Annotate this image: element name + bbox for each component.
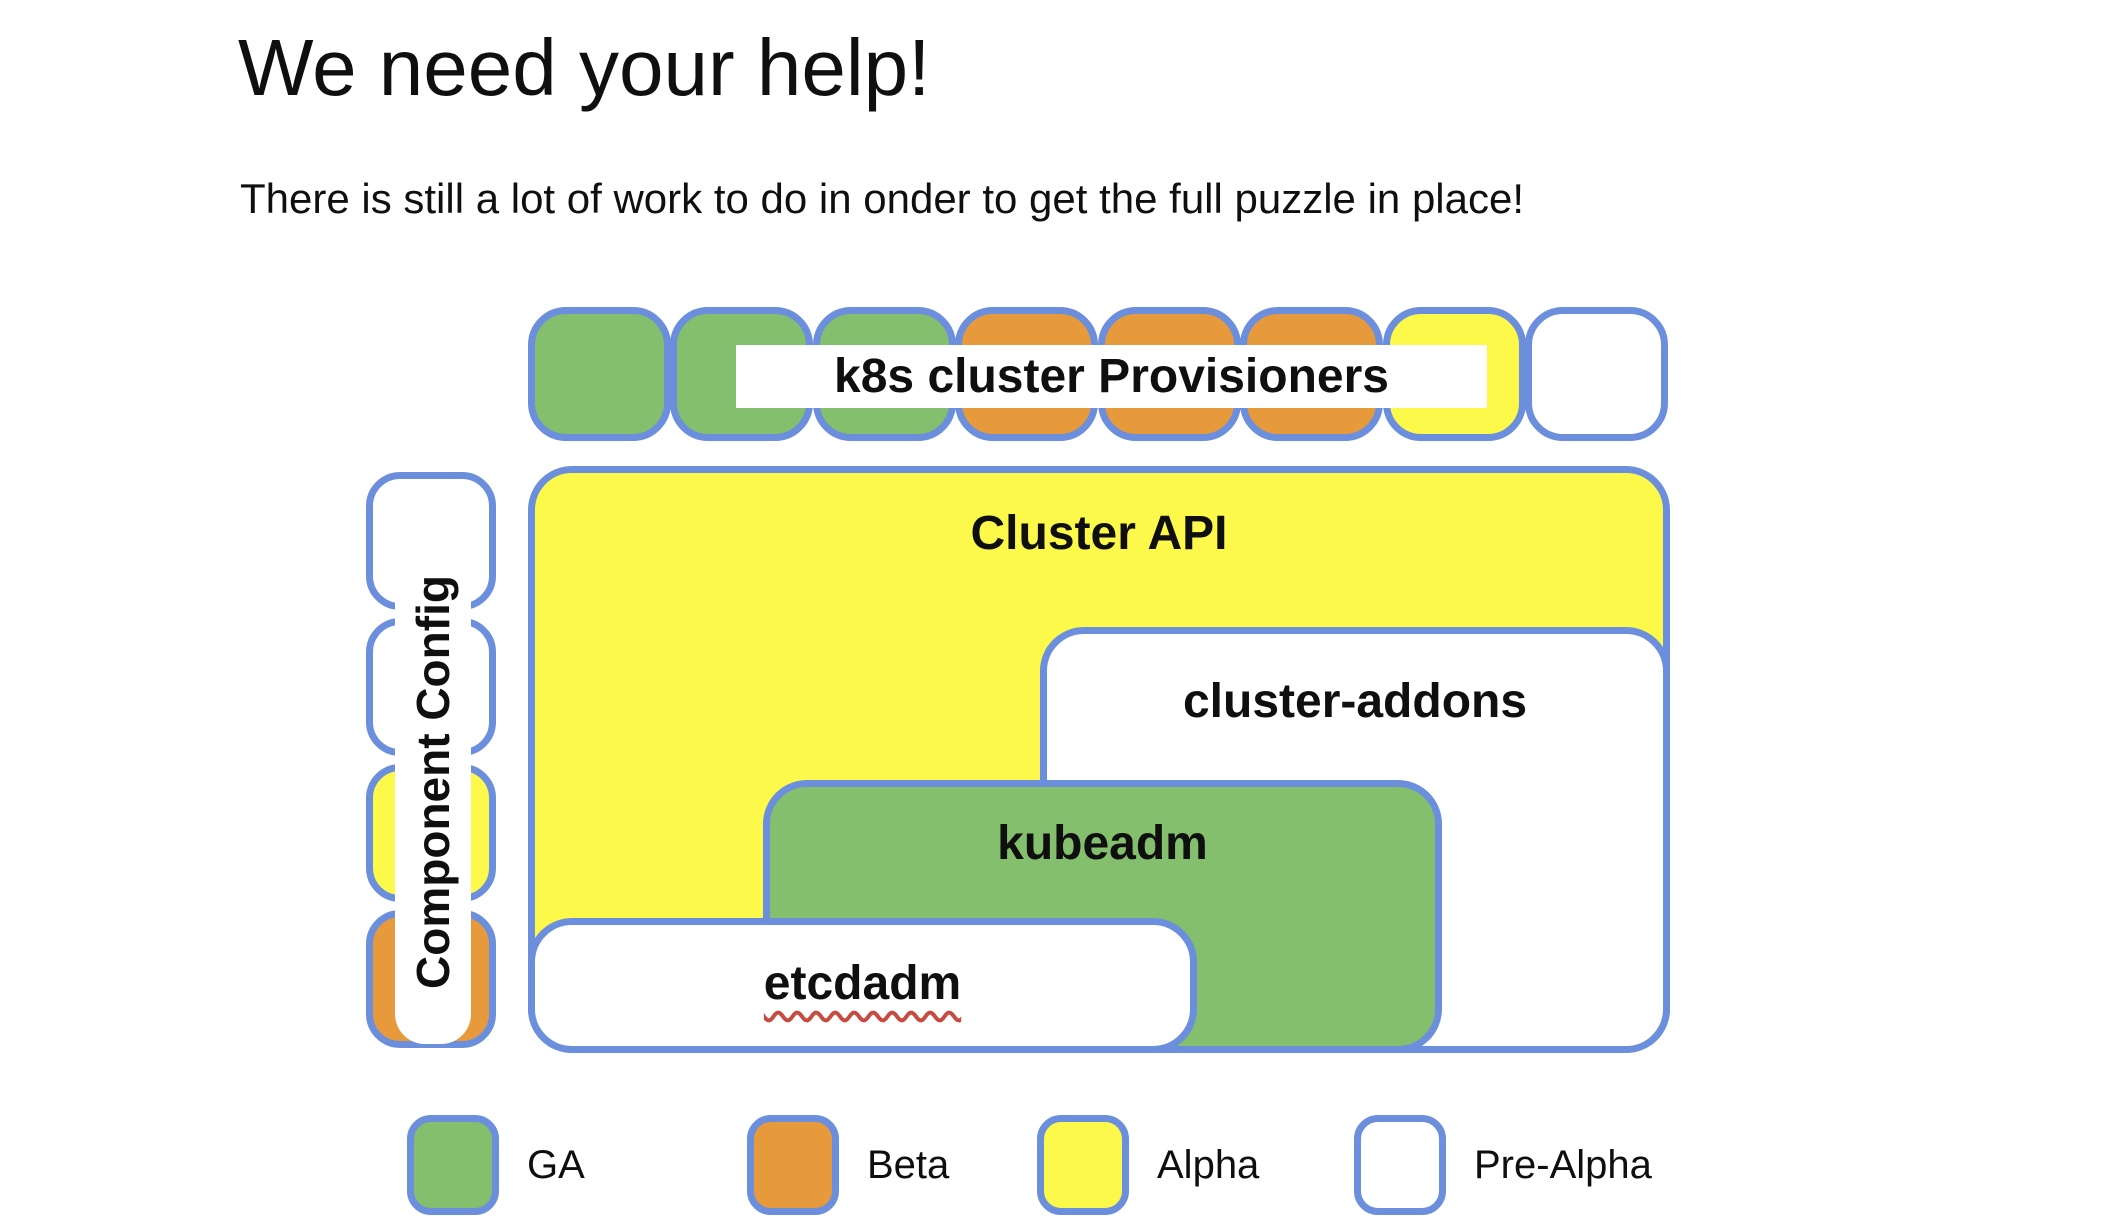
etcdadm-box xyxy=(528,918,1197,1053)
legend-swatch-prealpha xyxy=(1354,1115,1446,1215)
legend-label-prealpha: Pre-Alpha xyxy=(1474,1142,1652,1187)
component-config-label-strip: Component Config xyxy=(395,520,471,1044)
cluster-addons-label: cluster-addons xyxy=(1182,675,1528,728)
provisioner-piece-ga xyxy=(527,307,671,441)
cluster-api-label: Cluster API xyxy=(970,507,1228,560)
slide-title: We need your help! xyxy=(238,23,931,112)
etcdadm-label: etcdadm xyxy=(528,956,1197,1011)
legend-label-ga: GA xyxy=(527,1142,585,1187)
legend-swatch-ga xyxy=(407,1115,499,1215)
legend-item-ga: GA xyxy=(407,1115,585,1215)
provisioners-label-box: k8s cluster Provisioners xyxy=(736,345,1487,408)
slide-subtitle: There is still a lot of work to do in on… xyxy=(240,175,1525,222)
legend-label-alpha: Alpha xyxy=(1157,1142,1260,1187)
provisioners-label: k8s cluster Provisioners xyxy=(834,350,1389,403)
etcdadm-label-text: etcdadm xyxy=(763,957,962,1010)
legend-item-alpha: Alpha xyxy=(1037,1115,1259,1215)
legend-swatch-alpha xyxy=(1037,1115,1129,1215)
legend-item-beta: Beta xyxy=(747,1115,949,1215)
provisioner-piece-prealpha xyxy=(1525,307,1668,441)
kubeadm-label: kubeadm xyxy=(997,817,1208,870)
legend-swatch-beta xyxy=(747,1115,839,1215)
legend-item-prealpha: Pre-Alpha xyxy=(1354,1115,1652,1215)
component-config-label: Component Config xyxy=(407,575,459,989)
legend-label-beta: Beta xyxy=(867,1142,950,1187)
